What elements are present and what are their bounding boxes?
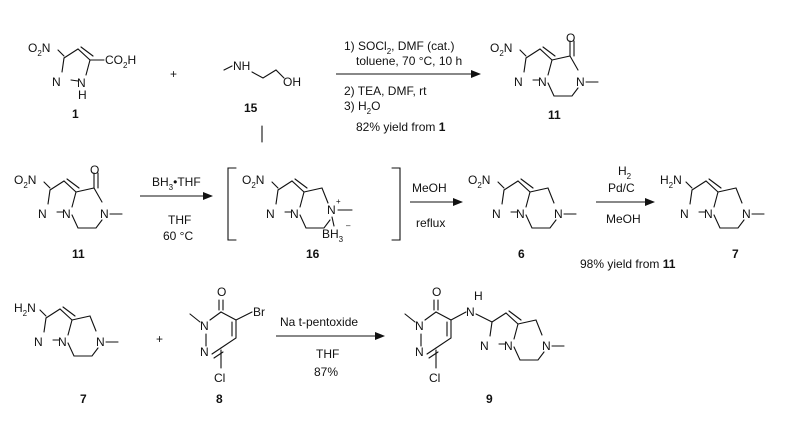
svg-text:MeOH: MeOH	[412, 181, 447, 195]
svg-text:Cl: Cl	[429, 371, 440, 385]
plus-sign: +	[156, 332, 163, 346]
svg-text:N: N	[327, 203, 336, 217]
svg-text:N: N	[34, 335, 43, 349]
svg-text:BH3: BH3	[322, 227, 344, 244]
svg-text:2) TEA, DMF, rt: 2) TEA, DMF, rt	[344, 84, 427, 98]
svg-text:N: N	[58, 335, 67, 349]
compound-label-16: 16	[306, 247, 320, 261]
reaction-5: Na t-pentoxide THF 87%	[276, 315, 385, 379]
compound-label-1: 1	[72, 107, 79, 121]
svg-text:1) SOCl2, DMF (cat.): 1) SOCl2, DMF (cat.)	[344, 39, 454, 56]
compound-6: O2N N N N 6	[468, 173, 577, 261]
compound-label-15: 15	[244, 101, 258, 115]
reaction-2: BH3•THF THF 60 °C	[140, 175, 213, 243]
svg-text:Cl: Cl	[214, 371, 225, 385]
compound-label-11-mid: 11	[72, 247, 85, 261]
compound-7-bottom: H2N N N N 7	[14, 301, 119, 406]
svg-text:THF: THF	[316, 347, 339, 361]
svg-text:H2: H2	[618, 164, 632, 181]
svg-text:O: O	[217, 285, 226, 299]
svg-text:N: N	[52, 75, 61, 89]
svg-text:N: N	[62, 207, 71, 221]
svg-text:87%: 87%	[314, 365, 338, 379]
svg-text:CO2H: CO2H	[105, 53, 136, 70]
svg-text:OH: OH	[283, 75, 301, 89]
svg-text:toluene, 70 °C, 10 h: toluene, 70 °C, 10 h	[356, 54, 462, 68]
svg-text:N: N	[480, 339, 489, 353]
svg-text:O: O	[432, 285, 441, 299]
svg-text:H: H	[78, 88, 87, 102]
svg-text:N: N	[554, 207, 563, 221]
svg-text:O2N: O2N	[468, 173, 490, 190]
svg-text:N: N	[538, 75, 547, 89]
compound-label-9: 9	[486, 392, 493, 406]
svg-text:THF: THF	[168, 213, 191, 227]
svg-text:H2N: H2N	[14, 301, 36, 318]
reaction-3: MeOH reflux	[410, 181, 463, 230]
compound-label-8: 8	[216, 392, 223, 406]
svg-text:82% yield from 1: 82% yield from 1	[356, 120, 446, 134]
svg-text:N: N	[680, 207, 689, 221]
svg-text:N: N	[542, 339, 551, 353]
svg-text:O2N: O2N	[242, 173, 264, 190]
svg-text:N: N	[100, 207, 109, 221]
compound-label-7-mid: 7	[732, 247, 739, 261]
svg-text:60 °C: 60 °C	[163, 229, 193, 243]
compound-7-mid: H2N N N N 7	[660, 173, 765, 261]
svg-text:–: –	[346, 221, 351, 230]
svg-text:N: N	[742, 207, 751, 221]
reaction-1: 1) SOCl2, DMF (cat.) toluene, 70 °C, 10 …	[336, 39, 481, 134]
svg-text:N: N	[200, 345, 209, 359]
svg-text:N: N	[290, 207, 299, 221]
svg-text:reflux: reflux	[416, 216, 445, 230]
svg-text:Pd/C: Pd/C	[608, 181, 635, 195]
svg-text:N: N	[516, 207, 525, 221]
svg-text:98% yield from 11: 98% yield from 11	[580, 257, 676, 271]
svg-text:BH3•THF: BH3•THF	[152, 175, 201, 192]
svg-text:N: N	[466, 305, 475, 319]
svg-text:N: N	[492, 207, 501, 221]
svg-text:+: +	[336, 197, 341, 206]
compound-label-7-bottom: 7	[80, 392, 87, 406]
compound-label-11-top: 11	[548, 108, 561, 122]
compound-11-mid: O2N O N N N 11	[14, 163, 123, 261]
svg-text:N: N	[704, 207, 713, 221]
compound-16: O2N N N N + BH3 – 16	[227, 167, 401, 261]
svg-text:Br: Br	[253, 305, 265, 319]
svg-text:N: N	[77, 76, 86, 90]
compound-label-6: 6	[518, 247, 525, 261]
svg-text:H2N: H2N	[660, 173, 682, 190]
svg-text:O2N: O2N	[490, 41, 512, 58]
compound-15: NH OH 15	[223, 59, 301, 115]
svg-text:N: N	[514, 75, 523, 89]
svg-text:N: N	[38, 207, 47, 221]
svg-text:O: O	[90, 163, 99, 177]
svg-text:N: N	[415, 345, 424, 359]
svg-text:N: N	[576, 75, 585, 89]
svg-text:H: H	[474, 289, 483, 303]
svg-text:N: N	[266, 207, 275, 221]
svg-text:Na t-pentoxide: Na t-pentoxide	[280, 315, 358, 329]
svg-text:N: N	[96, 335, 105, 349]
compound-9: O N N Cl H N N N N 9	[404, 285, 565, 406]
compound-8: O Br N N Cl 8	[189, 285, 265, 406]
compound-11-top: O2N O N N N 11	[490, 31, 599, 122]
svg-text:N: N	[415, 319, 424, 333]
svg-text:O2N: O2N	[14, 173, 36, 190]
svg-text:O: O	[566, 31, 575, 45]
svg-text:N: N	[200, 319, 209, 333]
svg-text:MeOH: MeOH	[606, 212, 641, 226]
plus-sign: +	[170, 67, 177, 81]
reaction-4: H2 Pd/C MeOH 98% yield from 11	[580, 164, 676, 271]
svg-text:3) H2O: 3) H2O	[344, 99, 380, 116]
svg-text:O2N: O2N	[28, 41, 50, 58]
compound-1: O2N N N H CO2H 1	[28, 41, 136, 121]
svg-text:NH: NH	[233, 59, 250, 73]
svg-text:N: N	[504, 339, 513, 353]
